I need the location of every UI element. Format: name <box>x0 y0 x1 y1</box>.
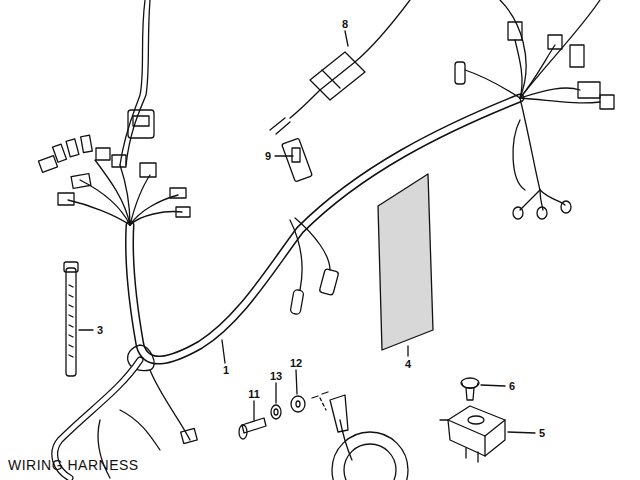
callout-number: 6 <box>509 381 515 392</box>
callout-number: 5 <box>539 428 545 439</box>
callout-number: 8 <box>342 19 348 30</box>
callout-number: 4 <box>405 359 411 370</box>
callout-number: 13 <box>270 371 282 382</box>
callout-number: 9 <box>265 151 271 162</box>
callout-number: 3 <box>97 325 103 336</box>
callout-number: 11 <box>248 389 260 400</box>
callout-number: 1 <box>223 365 229 376</box>
callout-number: 12 <box>290 358 302 369</box>
diagram-caption: WIRING HARNESS <box>8 458 139 472</box>
